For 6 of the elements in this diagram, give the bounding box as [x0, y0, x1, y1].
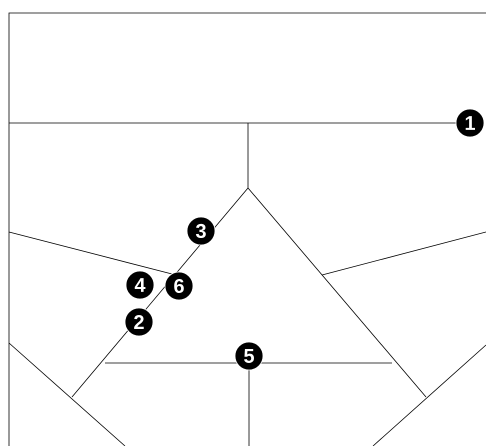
callout-number: 2	[124, 308, 154, 336]
callout-number: 5	[234, 342, 264, 370]
callout-number: 4	[126, 270, 154, 300]
callout-number: 1	[456, 108, 484, 138]
callout-number: 6	[164, 272, 194, 300]
callout-number: 3	[186, 216, 216, 246]
